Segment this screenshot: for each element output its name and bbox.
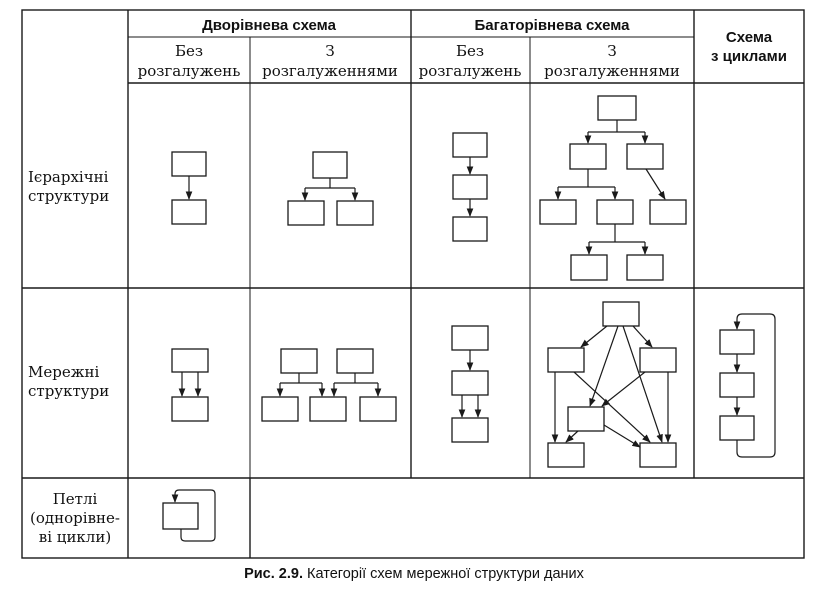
node-box: [336, 200, 374, 226]
node-box: [539, 199, 577, 225]
header-cyclic-line2: з циклами: [711, 48, 787, 65]
subheader-two-level-no-branch-2: розгалужень: [138, 62, 241, 80]
node-box: [626, 254, 664, 281]
node-box: [452, 174, 488, 200]
node-box: [171, 396, 209, 422]
table-grid: [21, 9, 805, 559]
node-box: [280, 348, 318, 374]
diagram-hier-multi-level-branching: [539, 95, 687, 281]
edge-arrow: [573, 371, 651, 443]
edge-arrow: [603, 424, 641, 448]
node-box: [602, 301, 640, 327]
edge-arrow: [622, 325, 663, 443]
row-label-hier-1: Ієрархічні: [28, 168, 109, 186]
subheader-multi-level-branch-2: розгалуженнями: [544, 62, 680, 80]
node-box: [171, 199, 207, 225]
row-label-net-1: Мережні: [28, 363, 100, 381]
subheader-two-level-no-branch-1: Без: [175, 42, 203, 60]
node-box: [596, 199, 634, 225]
diagram-net-two-level-branching: [261, 348, 397, 422]
diagram-loop: [162, 489, 216, 542]
header-multi-level: Багаторівнева схема: [474, 17, 630, 34]
node-box: [597, 95, 637, 121]
node-box: [547, 347, 585, 373]
node-box: [626, 143, 664, 170]
node-box: [719, 415, 755, 441]
node-box: [719, 329, 755, 355]
diagram-net-two-level-linear: [171, 348, 209, 422]
node-box: [171, 151, 207, 177]
node-box: [312, 151, 348, 179]
diagram-hier-multi-level-linear: [452, 132, 488, 242]
header-cyclic-line1: Схема: [726, 29, 773, 46]
diagram-hier-two-level-linear: [171, 151, 207, 225]
header-two-level: Дворівнева схема: [202, 17, 337, 34]
subheader-multi-level-no-branch-1: Без: [456, 42, 484, 60]
edge-arrow: [632, 325, 653, 348]
diagram-cyclic: [719, 313, 776, 458]
node-box: [451, 417, 489, 443]
node-box: [162, 502, 199, 530]
diagram-net-multi-level-linear: [451, 325, 489, 443]
subheader-multi-level-no-branch-2: розгалужень: [419, 62, 522, 80]
node-box: [452, 216, 488, 242]
edge-arrow: [601, 371, 646, 407]
figure-caption: Рис. 2.9. Категорії схем мережної структ…: [0, 566, 828, 582]
row-label-loops-3: ві цикли): [39, 528, 111, 546]
node-box: [287, 200, 325, 226]
loop-back-edge: [171, 489, 216, 542]
edge-arrow: [580, 325, 608, 348]
loop-back-edge: [733, 313, 776, 458]
figure-caption-label: Рис. 2.9.: [244, 566, 303, 582]
edge-arrow: [589, 325, 619, 407]
node-box: [451, 370, 489, 396]
node-box: [639, 442, 677, 468]
node-box: [719, 372, 755, 398]
node-box: [649, 199, 687, 225]
edge-arrow: [565, 430, 579, 443]
node-box: [171, 348, 209, 373]
node-box: [451, 325, 489, 351]
node-box: [639, 347, 677, 373]
node-box: [569, 143, 607, 170]
diagram-hier-two-level-branching: [287, 151, 374, 226]
subheader-two-level-branch-2: розгалуженнями: [262, 62, 398, 80]
diagram-net-multi-level-branching: [547, 301, 677, 468]
row-label-loops-2: (однорівне-: [30, 509, 120, 527]
node-box: [261, 396, 299, 422]
row-label-net-2: структури: [28, 382, 109, 400]
row-label-loops-1: Петлі: [53, 490, 98, 508]
node-box: [452, 132, 488, 158]
subheader-multi-level-branch-1: З: [607, 42, 616, 60]
node-box: [336, 348, 374, 374]
edge-arrow: [645, 168, 666, 200]
subheader-two-level-branch-1: З: [325, 42, 334, 60]
node-box: [359, 396, 397, 422]
row-label-hier-2: структури: [28, 187, 109, 205]
node-box: [567, 406, 605, 432]
node-box: [547, 442, 585, 468]
node-box: [570, 254, 608, 281]
figure-caption-text: Категорії схем мережної структури даних: [307, 566, 584, 582]
node-box: [309, 396, 347, 422]
